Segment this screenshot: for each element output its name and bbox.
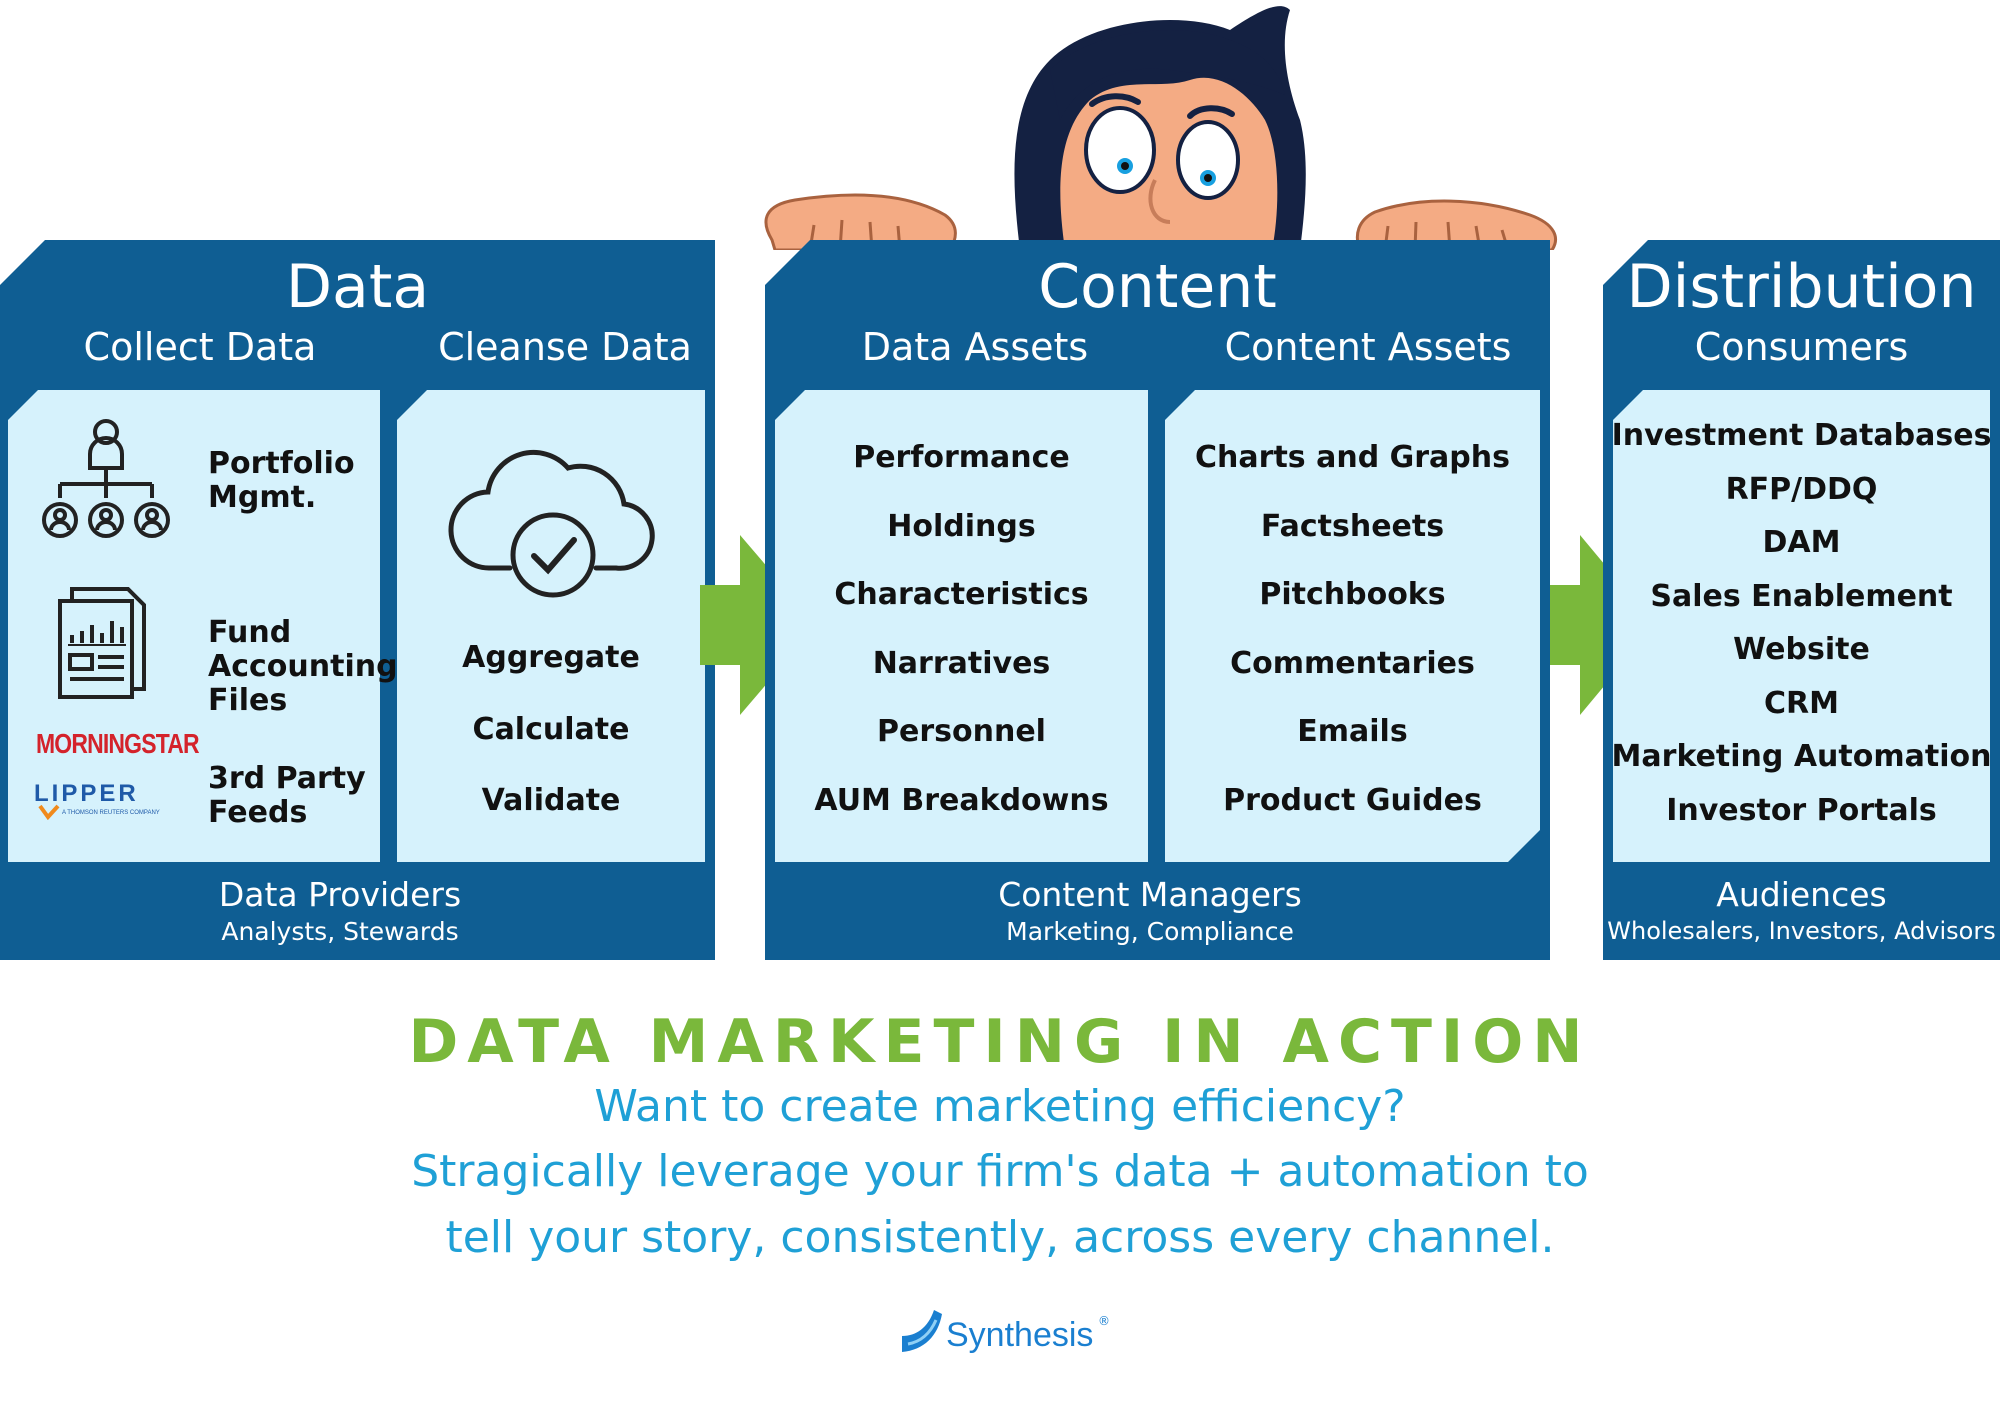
- list-item: RFP/DDQ: [1726, 472, 1878, 507]
- consumers-list: Investment Databases RFP/DDQ DAM Sales E…: [1613, 418, 1990, 828]
- list-item: Characteristics: [834, 577, 1088, 612]
- content-column-title: Content: [765, 252, 1550, 322]
- distribution-column-title: Distribution: [1603, 252, 2000, 322]
- cartoon-character-illustration: [760, 0, 1560, 250]
- consumers-subtitle: Consumers: [1603, 325, 2000, 369]
- data-assets-list: Performance Holdings Characteristics Nar…: [775, 440, 1148, 818]
- list-item: AUM Breakdowns: [814, 783, 1108, 818]
- list-item: Narratives: [873, 646, 1051, 681]
- lipper-logo: LIPPER A THOMSON REUTERS COMPANY: [34, 780, 184, 824]
- list-item: Investor Portals: [1666, 793, 1937, 828]
- third-party-feeds-label: 3rd Party Feeds: [208, 762, 366, 830]
- list-item: Calculate: [473, 712, 630, 747]
- list-item: CRM: [1764, 686, 1839, 721]
- cloud-check-icon: [448, 440, 658, 605]
- list-item: Commentaries: [1230, 646, 1475, 681]
- content-managers-roles: Marketing, Compliance: [900, 917, 1400, 946]
- brand-name: Synthesis: [946, 1316, 1093, 1355]
- tagline-line: tell your story, consistently, across ev…: [0, 1212, 2000, 1263]
- list-item: Charts and Graphs: [1195, 440, 1510, 475]
- list-item: Sales Enablement: [1650, 579, 1952, 614]
- synthesis-logo: Synthesis ®: [898, 1306, 1118, 1366]
- collect-data-subtitle: Collect Data: [0, 325, 400, 369]
- data-providers-label: Data Providers: [130, 875, 550, 914]
- list-item: Marketing Automation: [1612, 739, 1992, 774]
- data-column-title: Data: [0, 252, 715, 322]
- content-assets-list: Charts and Graphs Factsheets Pitchbooks …: [1165, 440, 1540, 818]
- list-item: Performance: [853, 440, 1070, 475]
- headline: DATA MARKETING IN ACTION: [0, 1007, 2000, 1077]
- list-item: Emails: [1297, 714, 1407, 749]
- registered-mark: ®: [1098, 1314, 1110, 1328]
- tagline-line: Stragically leverage your firm's data + …: [0, 1146, 2000, 1197]
- data-providers-roles: Analysts, Stewards: [130, 917, 550, 946]
- list-item: Investment Databases: [1612, 418, 1992, 453]
- portfolio-mgmt-label: Portfolio Mgmt.: [208, 447, 355, 515]
- content-assets-subtitle: Content Assets: [1168, 325, 1568, 369]
- fund-accounting-files-label: Fund Accounting Files: [208, 616, 398, 718]
- list-item: Holdings: [887, 509, 1035, 544]
- list-item: Pitchbooks: [1259, 577, 1445, 612]
- synthesis-mark-icon: [898, 1306, 944, 1356]
- list-item: Factsheets: [1261, 509, 1444, 544]
- list-item: Validate: [482, 783, 621, 818]
- list-item: Product Guides: [1223, 783, 1482, 818]
- content-managers-label: Content Managers: [900, 875, 1400, 914]
- org-chart-icon: [38, 418, 174, 544]
- data-assets-subtitle: Data Assets: [765, 325, 1185, 369]
- audiences-roles: Wholesalers, Investors, Advisors: [1603, 917, 2000, 945]
- list-item: Aggregate: [462, 640, 640, 675]
- list-item: Personnel: [877, 714, 1046, 749]
- morningstar-logo: MORNINGSTAR: [36, 728, 199, 760]
- cleanse-data-list: Aggregate Calculate Validate: [397, 640, 705, 818]
- list-item: DAM: [1763, 525, 1841, 560]
- report-document-icon: [56, 585, 150, 703]
- list-item: Website: [1733, 632, 1870, 667]
- cleanse-data-subtitle: Cleanse Data: [395, 325, 735, 369]
- tagline-line: Want to create marketing efficiency?: [0, 1081, 2000, 1132]
- audiences-label: Audiences: [1603, 875, 2000, 914]
